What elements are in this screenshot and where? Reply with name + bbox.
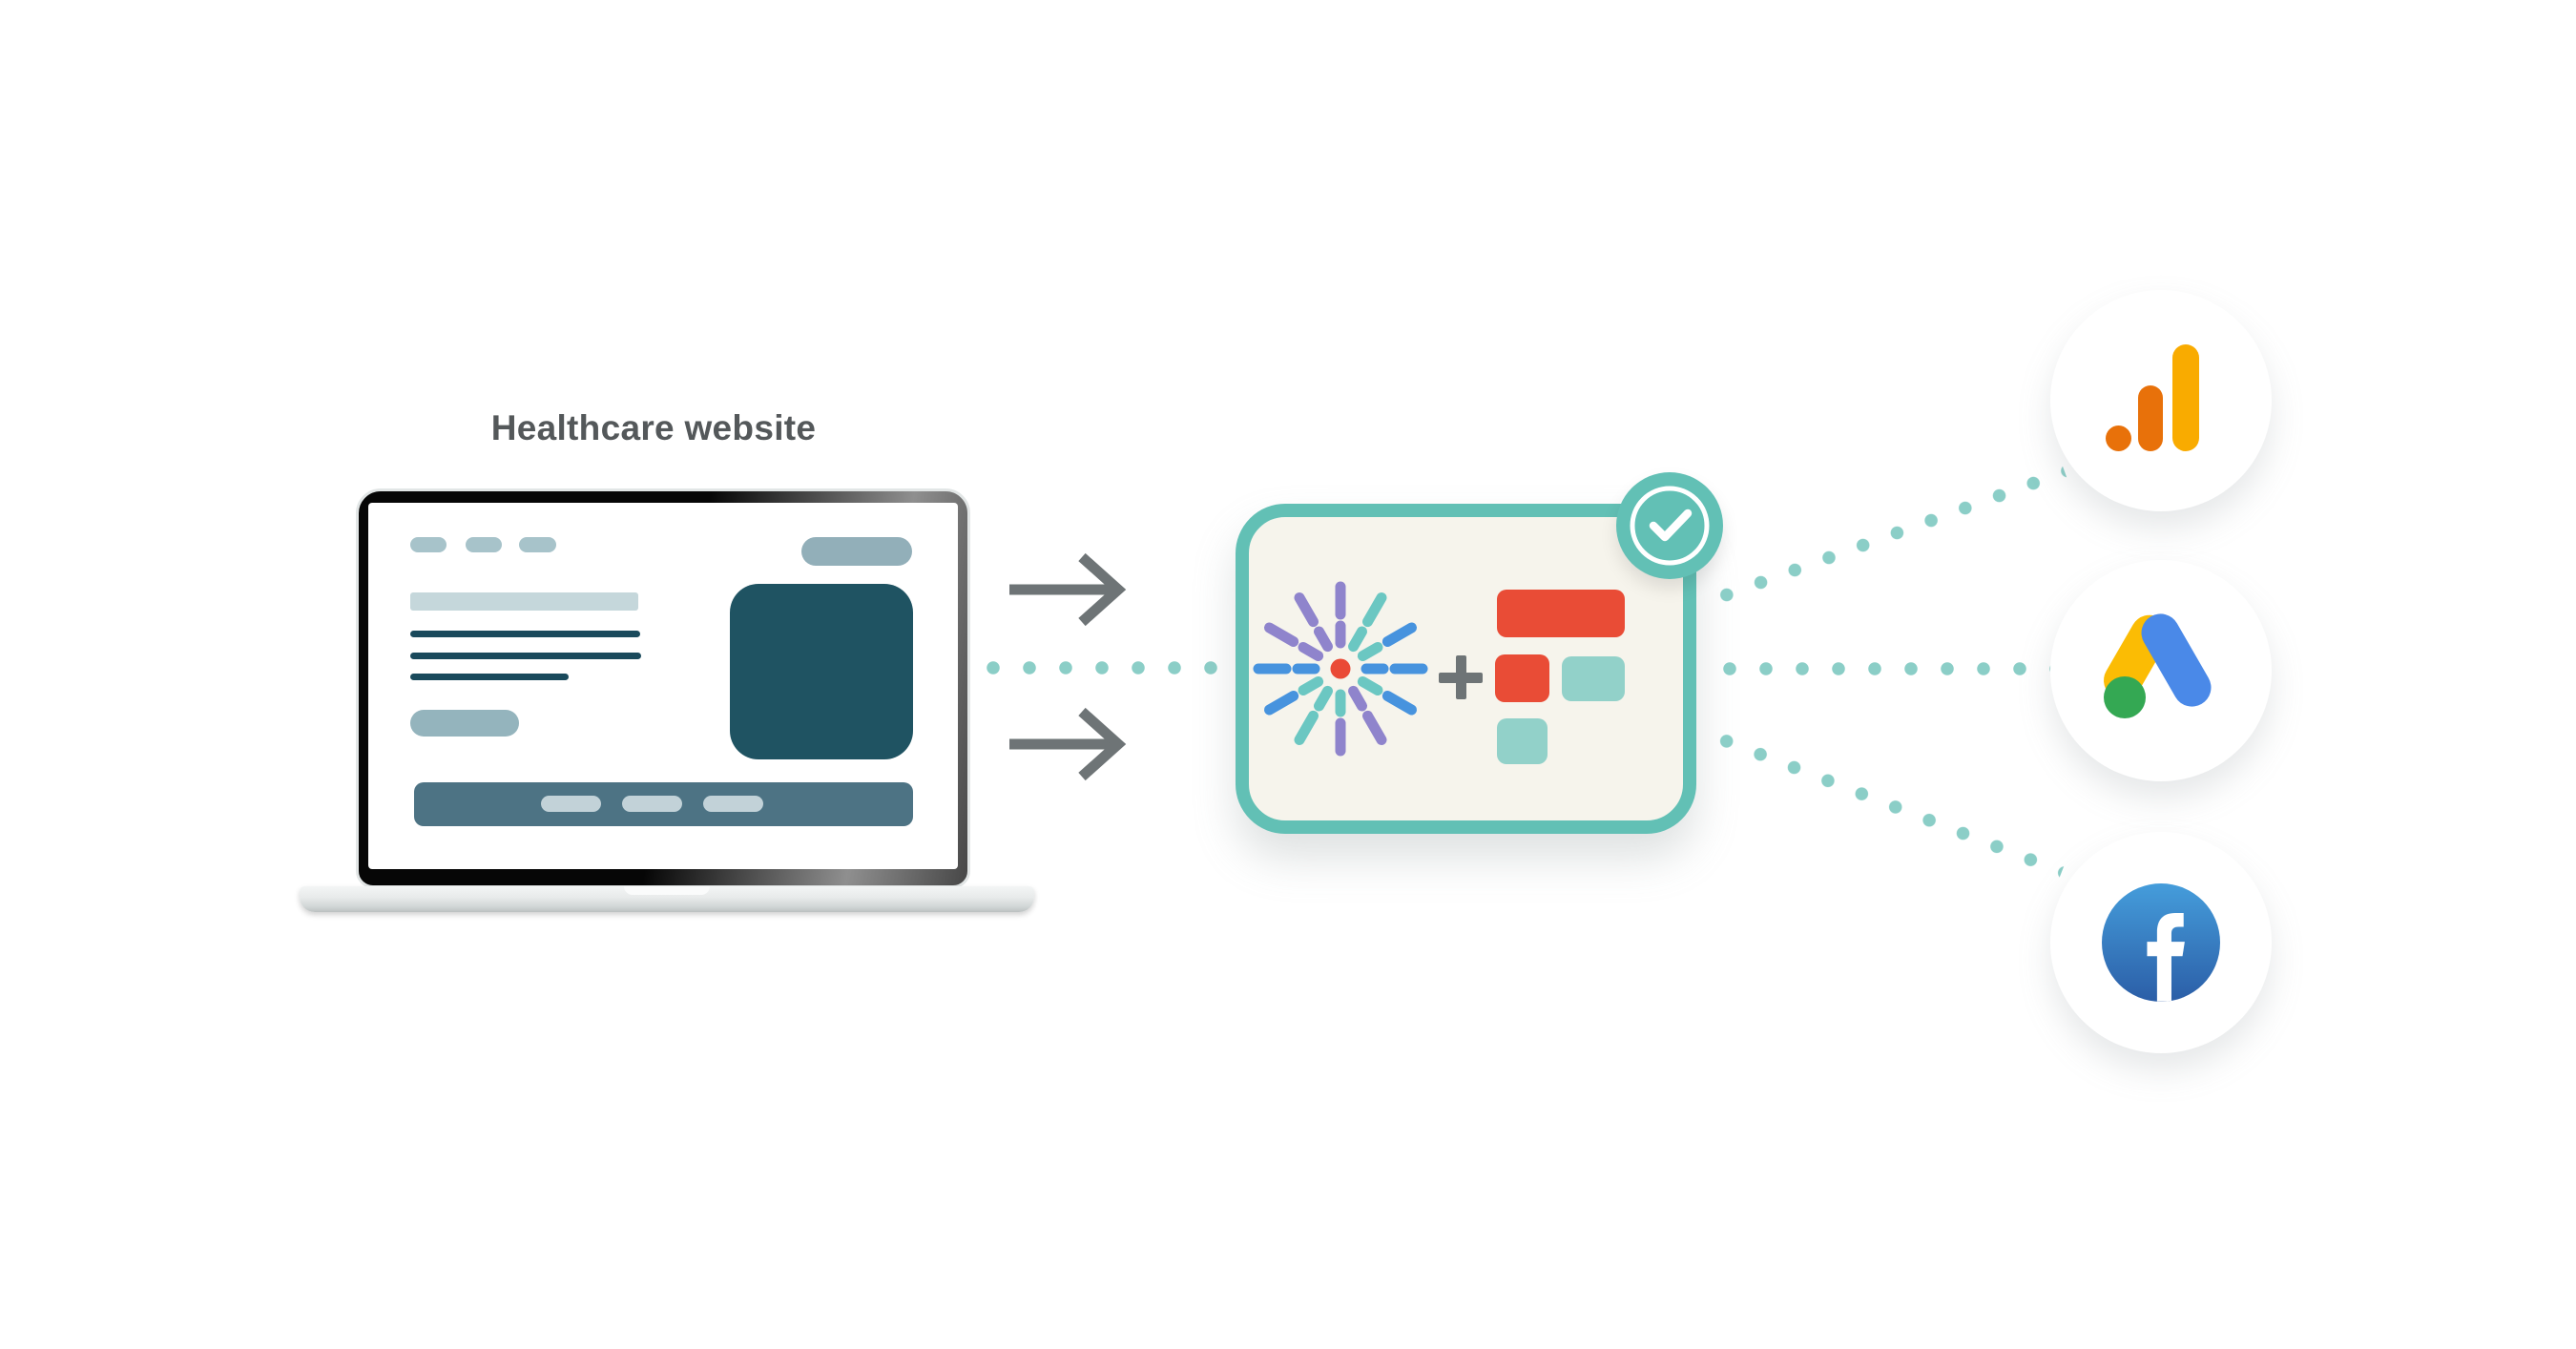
screen-nav-pill: [519, 537, 556, 552]
dotted-connector-ads: [1712, 662, 2051, 675]
screen-text-line: [410, 653, 641, 659]
dotted-connector-facebook: [1707, 728, 2065, 879]
google-ads-icon: [2096, 607, 2219, 718]
source-website-label: Healthcare website: [490, 408, 817, 447]
destination-google-ads: [2050, 560, 2272, 781]
footer-link-pill: [703, 796, 763, 812]
facebook-f-glyph: [2147, 913, 2185, 1002]
dotted-connector-input: [975, 661, 1231, 674]
screen-text-line: [410, 674, 569, 680]
event-burst-icon: [1245, 573, 1436, 764]
dotted-connector-analytics: [1707, 465, 2067, 608]
facebook-icon: [2102, 883, 2220, 1002]
screen-nav-pill: [466, 537, 502, 552]
google-analytics-icon: [2106, 344, 2202, 451]
structured-data-block: [1562, 656, 1625, 701]
destination-facebook: [2050, 832, 2272, 1053]
ga-dot: [2106, 425, 2131, 451]
check-badge: [1616, 472, 1723, 579]
footer-link-pill: [541, 796, 601, 812]
screen-heading-placeholder: [410, 592, 638, 611]
screen-text-line: [410, 631, 640, 637]
check-icon: [1630, 486, 1710, 566]
plus-icon: [1456, 655, 1466, 699]
screen-image-placeholder: [730, 584, 913, 759]
flow-arrow-bottom-icon: [1008, 696, 1143, 792]
flow-arrow-top-icon: [1008, 542, 1143, 637]
screen-button-placeholder: [410, 710, 519, 737]
structured-data-block: [1495, 654, 1549, 702]
structured-data-block: [1497, 590, 1625, 637]
ga-bar-tall: [2172, 344, 2199, 451]
footer-link-pill: [622, 796, 682, 812]
ads-green-dot: [2104, 676, 2146, 718]
screen-nav-pill: [410, 537, 447, 552]
structured-data-block: [1497, 718, 1548, 764]
screen-cta-pill: [801, 537, 912, 566]
laptop-base-notch: [624, 886, 710, 895]
ga-bar-mid: [2138, 385, 2163, 451]
destination-google-analytics: [2050, 290, 2272, 511]
